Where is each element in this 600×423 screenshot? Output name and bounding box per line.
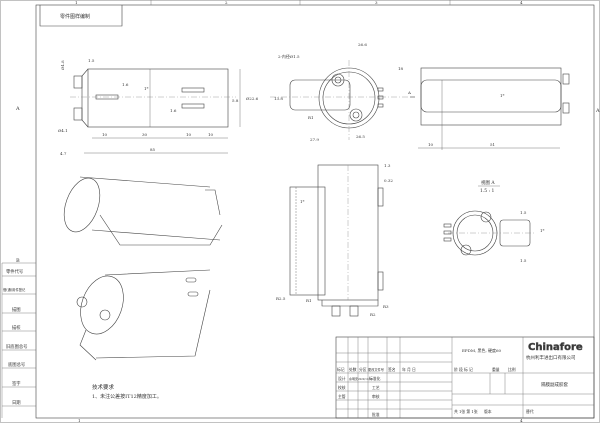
stage-header-2: 比例	[508, 367, 516, 372]
zone-col-1-bottom: 1	[78, 418, 81, 423]
dim-front-0: Ø4.8	[60, 60, 65, 70]
header-0: 标记	[337, 367, 345, 372]
left-col-7: 日期	[12, 400, 21, 406]
drawing-frame	[35, 4, 595, 419]
dim-front-2: 1.6	[122, 82, 129, 87]
zone-col-3: 3	[375, 0, 378, 5]
dim-front-7: Ø4.1	[58, 128, 68, 133]
section-view: 1.3 0.32 1* R2.5 R1 R2 R3	[276, 163, 393, 317]
left-col-6: 签字	[12, 380, 21, 387]
detail-view-a: 视图 A 1.5 : 1 1.5 1.5 1*	[443, 179, 545, 263]
dim-front-12: 4.7	[60, 151, 67, 156]
row-1-3: 工艺	[372, 385, 380, 390]
left-col-0: 零件代号	[6, 268, 23, 275]
dim-front-9: 30	[142, 132, 148, 137]
part-name: 隔膜副成胶套	[541, 381, 568, 388]
row-0-0: 设计	[338, 376, 346, 381]
zone-col-4-bottom: 4	[520, 418, 523, 423]
header-3: 更改文件号	[368, 367, 384, 372]
dim-detail-1: 1.5	[520, 258, 527, 263]
company-name: 杭州利丰进出口有限公司	[526, 354, 576, 361]
row-0-2: 2020/11/19	[358, 378, 373, 381]
dim-side-0: 1*	[500, 93, 505, 98]
dim-end-5: 27.9	[310, 137, 319, 142]
section-mark-a: A	[407, 90, 411, 95]
row-3-3: 批准	[372, 412, 380, 417]
row-2-0: 主管	[338, 394, 346, 399]
end-view: 2-内径Ø1.5 26.6 18 13.8 R1 27.9 26.5 A	[270, 42, 415, 142]
zone-col-1: 1	[75, 0, 78, 5]
dim-end-6: 26.5	[356, 134, 365, 139]
replace-label: 替代	[526, 409, 534, 414]
dim-front-3: 1*	[144, 86, 149, 91]
isometric-view-bottom	[76, 269, 211, 361]
dim-front-4: Ø22.6	[246, 96, 259, 101]
row-2-3: 审核	[372, 394, 380, 399]
dim-end-3: 13.8	[274, 96, 283, 101]
sheet-info: 共 1张 第 1张	[454, 409, 478, 414]
brand-logo: Chinafore	[528, 342, 583, 353]
dim-sec-2: 1*	[300, 199, 305, 204]
dim-front-1: 1.5	[88, 58, 95, 63]
dim-front-10: 10	[186, 132, 192, 137]
dim-detail-2: 1*	[540, 228, 545, 233]
header-4: 签名	[388, 367, 396, 372]
dim-sec-0: 1.3	[384, 163, 391, 168]
dim-sec-6: R3	[383, 304, 389, 309]
zone-row-b: B	[16, 258, 20, 264]
tech-requirements-title: 技术要求	[92, 383, 115, 391]
dim-side-2: 51	[490, 142, 495, 147]
left-col-5: 底图总号	[8, 361, 25, 368]
dim-front-13: 85	[150, 147, 156, 152]
dim-end-0: 2-内径Ø1.5	[278, 53, 300, 59]
left-column-table: 零件代号 借(通)用件登记 描图 描校 旧底图总号 底图总号 签字 日期	[1, 263, 36, 418]
dim-front-5: 5.8	[232, 98, 239, 103]
tech-requirement-1: 1、未注公差按IT12精度加工。	[92, 393, 162, 400]
detail-title: 视图 A	[481, 179, 495, 186]
top-label: 零件图样编制	[60, 13, 90, 20]
dim-front-11: 10	[208, 132, 214, 137]
left-col-3: 描校	[12, 324, 21, 331]
zone-row-a: A	[15, 106, 20, 112]
version-label: 版本	[484, 409, 492, 414]
row-0-1: 余明安	[349, 376, 358, 381]
dim-end-1: 26.6	[358, 42, 367, 47]
dim-side-1: 10	[428, 142, 434, 147]
dim-sec-3: R2.5	[276, 296, 286, 301]
zone-col-2: 2	[225, 0, 228, 5]
zone-col-4: 4	[520, 0, 523, 5]
stage-header-0: 阶 段 标 记	[454, 367, 473, 372]
left-col-1: 借(通)用件登记	[3, 287, 26, 292]
title-block: EPDM, 黑色, 硬度60 Chinafore 杭州利丰进出口有限公司 隔膜副…	[335, 336, 595, 419]
dim-front-6: 1.6	[170, 108, 177, 113]
zone-row-a-right: A	[595, 108, 600, 114]
dim-sec-5: R2	[370, 312, 376, 317]
header-5: 年 月 日	[402, 367, 416, 372]
side-view: 1* 10 51	[418, 67, 570, 150]
header-2: 分区	[359, 367, 367, 372]
dim-front-8: 10	[102, 132, 108, 137]
front-view: Ø4.8 1.5 1.6 1* Ø22.6 5.8 1.6 Ø4.1 10 30…	[58, 58, 259, 156]
header-1: 处数	[349, 367, 357, 372]
row-0-3: 标准化	[369, 376, 381, 381]
left-col-4: 旧底图总号	[6, 343, 27, 350]
detail-scale: 1.5 : 1	[480, 188, 495, 194]
dim-sec-4: R1	[306, 298, 312, 303]
dim-sec-1: 0.32	[384, 178, 393, 183]
dim-end-4: R1	[308, 115, 314, 120]
left-col-2: 描图	[12, 306, 21, 313]
isometric-view-top	[63, 176, 223, 246]
dim-detail-0: 1.5	[520, 210, 527, 215]
dim-end-2: 18	[398, 66, 404, 71]
stage-header-1: 重量	[492, 367, 500, 372]
row-1-0: 校核	[338, 385, 346, 390]
material-spec: EPDM, 黑色, 硬度60	[462, 347, 502, 353]
